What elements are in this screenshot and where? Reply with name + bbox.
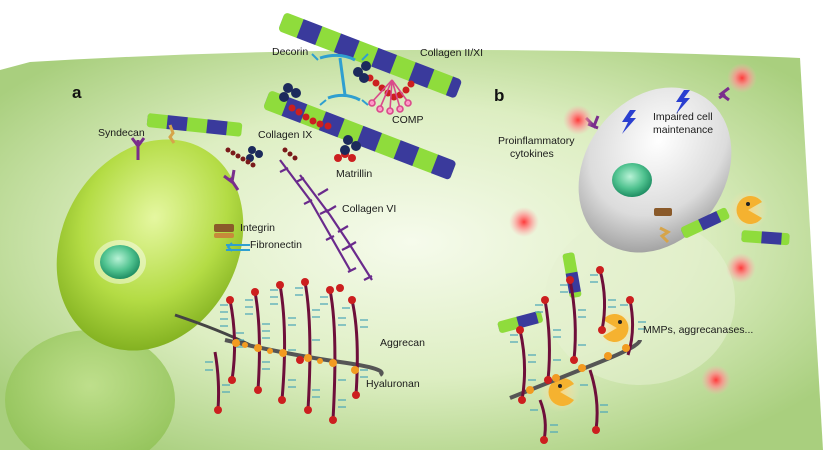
label-collagen-vi: Collagen VI	[342, 203, 396, 215]
label-impaired-line2: maintenance	[653, 124, 713, 136]
pacman-protease-icon	[548, 378, 574, 407]
label-matrillin: Matrillin	[336, 168, 372, 180]
aggrecan-network-b	[509, 266, 646, 444]
healthy-chondrocyte	[56, 139, 244, 351]
impaired-nucleus	[612, 163, 652, 197]
decorin-molecule	[311, 53, 369, 106]
glowing-cytokine-icon	[563, 105, 593, 135]
fragmented-collagen	[497, 207, 790, 333]
lightning-bolt-icon	[676, 90, 690, 114]
impaired-chondrocyte	[578, 87, 732, 253]
cytokines	[509, 63, 757, 395]
label-syndecan: Syndecan	[98, 127, 145, 139]
label-comp: COMP	[392, 114, 424, 126]
impaired-link	[659, 226, 671, 244]
healthy-nucleus	[100, 245, 140, 279]
syndecan-link	[168, 124, 176, 144]
collagen-ii-xi-fibril-bottom	[264, 91, 456, 180]
integrin-receptor	[214, 224, 234, 238]
red-bead-chains	[288, 74, 415, 162]
collagen-ii-xi-fibril-top	[279, 13, 462, 98]
fragmented-hyaluronan	[509, 339, 642, 400]
bottom-left-bubble	[5, 330, 175, 450]
comp-molecule	[368, 79, 412, 115]
glowing-cytokine-icon	[701, 365, 731, 395]
glowing-cytokine-icon	[509, 207, 539, 237]
collagen-ix-chains	[225, 147, 298, 168]
label-impaired-line1: Impaired cell	[653, 111, 713, 123]
pacman-protease-icon	[603, 314, 629, 342]
label-fibronectin: Fibronectin	[250, 239, 302, 251]
label-aggrecan: Aggrecan	[380, 337, 425, 349]
syndecan-receptor	[130, 137, 240, 191]
matrillin-clusters	[246, 61, 371, 162]
label-hyaluronan: Hyaluronan	[366, 378, 420, 390]
panel-letter-b: b	[494, 86, 504, 105]
label-proinflammatory-line1: Proinflammatory	[498, 135, 575, 147]
fibronectin-molecule	[226, 242, 250, 252]
degraded-matrix-halo	[545, 215, 735, 385]
impaired-integrin	[654, 208, 672, 216]
label-collagen-ii-xi: Collagen II/XI	[420, 47, 483, 59]
syndecan-collagen-fibril	[146, 113, 243, 137]
label-integrin: Integrin	[240, 222, 275, 234]
collagen-vi-network	[279, 159, 373, 281]
label-mmps: MMPs, aggrecanases...	[643, 324, 753, 336]
lightning-bolt-icon	[622, 110, 636, 134]
label-proinflammatory-line2: cytokines	[510, 148, 554, 160]
panel-letter-a: a	[72, 83, 82, 102]
label-decorin: Decorin	[272, 46, 308, 58]
glowing-cytokine-icon	[726, 253, 756, 283]
aggrecan-network-a	[205, 278, 384, 424]
label-collagen-ix: Collagen IX	[258, 129, 312, 141]
glowing-cytokine-icon	[727, 63, 757, 93]
pacman-protease-icon	[736, 196, 762, 224]
